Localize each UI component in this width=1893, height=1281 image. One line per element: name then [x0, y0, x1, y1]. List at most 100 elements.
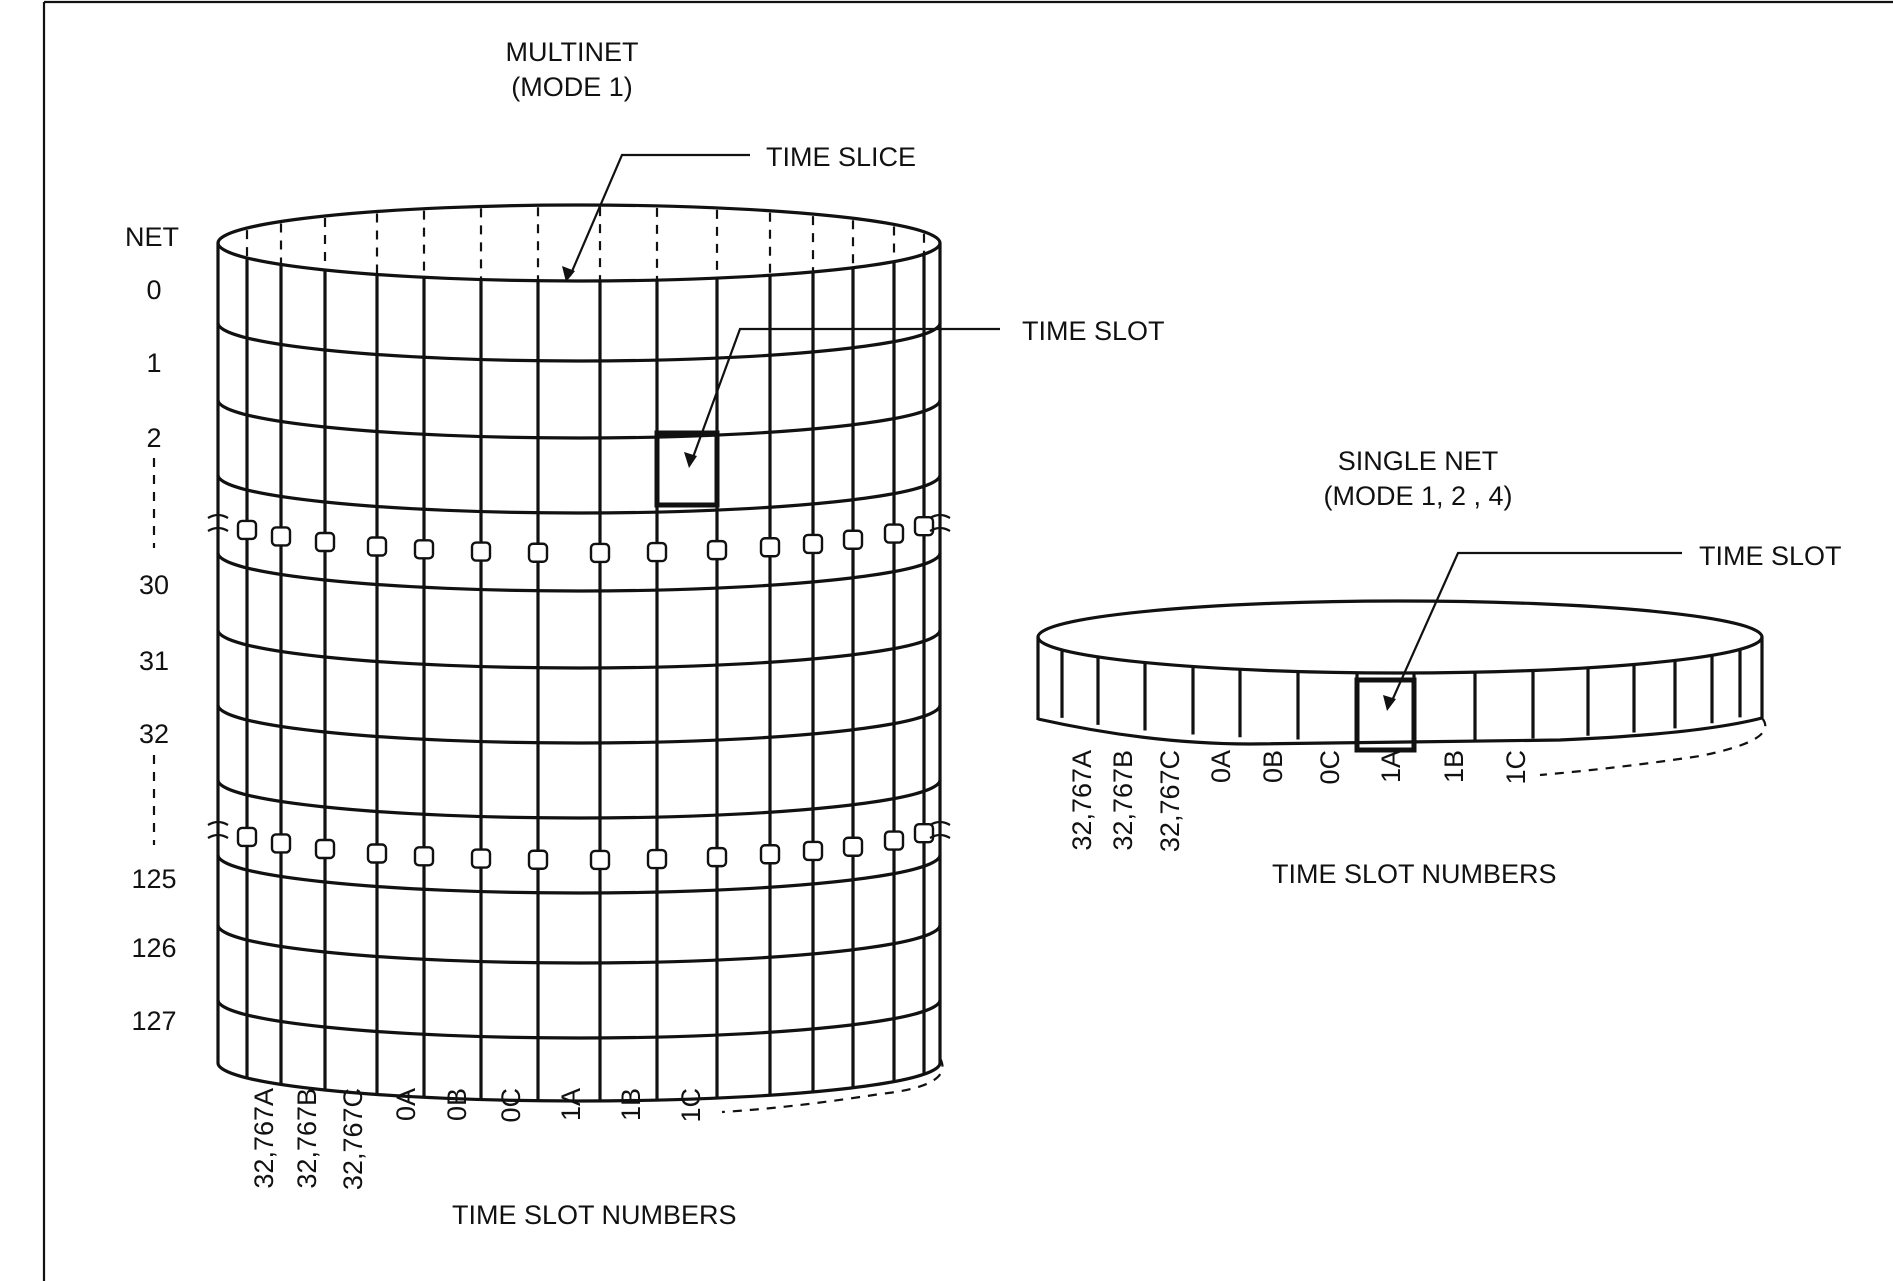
time-slice-arrowhead: [562, 266, 575, 282]
net-header: NET: [125, 222, 179, 252]
single-net-slot-number-labels: 32,767A 32,767B 32,767C 0A 0B 0C 1A 1B 1C: [1067, 750, 1531, 852]
single-net-slot-label-3: 0A: [1206, 750, 1236, 783]
single-net-slot-label-0: 32,767A: [1067, 750, 1097, 851]
net-ring-7: [216, 854, 942, 895]
cylinder-slot-columns: [245, 254, 926, 1101]
time-slice-leader: [568, 153, 750, 277]
net-ring-3: [216, 552, 942, 593]
break-mark-1-6: [527, 849, 549, 870]
break-mark-1-11: [802, 840, 824, 862]
break-mark-1-2: [314, 838, 336, 860]
single-net-axis-label: TIME SLOT NUMBERS: [1272, 859, 1557, 889]
break-mark-0-6: [527, 542, 549, 563]
net-number-31: 31: [139, 646, 169, 676]
net-ring-10: [216, 1062, 942, 1103]
break-mark-0-11: [802, 533, 824, 555]
single-net-slot-label-8: 1C: [1501, 750, 1531, 785]
break-mark-1-10: [759, 844, 781, 865]
break-mark-0-7: [589, 542, 611, 564]
break-mark-0-2: [314, 531, 336, 553]
multinet-cylinder: [207, 203, 951, 1114]
break-mark-1-13: [883, 830, 905, 851]
single-net-slot-label-5: 0C: [1315, 750, 1345, 785]
cylinder-top-ellipse: [216, 203, 942, 283]
single-net-highlighted-time-slot: [1354, 677, 1417, 753]
break-mark-0-1: [270, 526, 292, 547]
multinet-slot-label-6: 1A: [556, 1088, 586, 1121]
side-break-0-0: [207, 513, 229, 532]
cylinder-break-marks: [207, 513, 951, 871]
net-number-127: 127: [131, 1006, 176, 1036]
disc-bottom-dashed-edge: [1539, 717, 1767, 777]
net-number-126: 126: [131, 933, 176, 963]
multinet-slot-label-5: 0C: [496, 1088, 526, 1123]
multinet-time-slot-label: TIME SLOT: [1022, 316, 1165, 346]
multinet-slot-label-3: 0A: [391, 1088, 421, 1121]
single-net-time-slot-leader: [1389, 551, 1682, 704]
cylinder-net-rings: [216, 322, 942, 1103]
net-ring-0: [216, 322, 942, 363]
break-mark-1-9: [706, 846, 728, 868]
net-ring-5: [216, 704, 942, 745]
cylinder-bottom-dashed-edge: [721, 1057, 944, 1114]
break-mark-1-12: [842, 836, 864, 857]
net-ring-2: [216, 474, 942, 515]
multinet-slot-label-4: 0B: [442, 1088, 472, 1121]
multinet-highlighted-time-slot: [654, 430, 720, 508]
single-net-slot-label-1: 32,767B: [1108, 750, 1138, 851]
cylinder-top-dashed-lines: [245, 207, 926, 281]
single-net-disc: [1036, 599, 1767, 777]
break-mark-0-9: [706, 539, 728, 561]
single-net-slot-label-6: 1A: [1376, 750, 1406, 783]
break-mark-0-5: [470, 541, 492, 562]
single-net-time-slot-arrowhead: [1383, 695, 1396, 711]
single-net-slot-label-7: 1B: [1439, 750, 1469, 783]
break-mark-0-10: [759, 537, 781, 558]
net-number-2: 2: [146, 423, 161, 453]
break-mark-0-4: [413, 539, 435, 560]
multinet-mode: (MODE 1): [511, 72, 633, 102]
break-mark-0-0: [236, 519, 258, 541]
side-break-1-0: [207, 820, 229, 839]
net-number-30: 30: [139, 570, 169, 600]
multinet-time-slot-leader: [690, 327, 1000, 461]
net-number-32: 32: [139, 719, 169, 749]
break-mark-0-3: [366, 536, 388, 557]
net-number-0: 0: [146, 275, 161, 305]
net-number-labels: 0 1 2 30 31 32 125 126 127: [131, 275, 176, 1036]
multinet-title: MULTINET: [506, 37, 639, 67]
net-ring-9: [216, 999, 942, 1040]
break-mark-0-8: [646, 541, 668, 563]
break-mark-0-14: [913, 515, 935, 537]
break-mark-1-3: [366, 843, 388, 864]
break-mark-0-13: [883, 523, 905, 544]
side-break-0-1: [929, 513, 951, 532]
break-mark-1-8: [646, 848, 668, 870]
multinet-slot-label-2: 32,767C: [338, 1088, 368, 1190]
single-net-mode: (MODE 1, 2 , 4): [1323, 481, 1512, 511]
break-mark-1-0: [236, 826, 258, 848]
break-mark-1-4: [413, 846, 435, 867]
multinet-slot-label-1: 32,767B: [292, 1088, 322, 1189]
time-slice-label: TIME SLICE: [766, 142, 916, 172]
break-mark-0-12: [842, 529, 864, 550]
net-number-1: 1: [146, 348, 161, 378]
break-mark-1-14: [913, 822, 935, 844]
multinet-slot-label-8: 1C: [676, 1088, 706, 1123]
multinet-slot-label-0: 32,767A: [249, 1088, 279, 1189]
side-break-1-1: [929, 820, 951, 839]
multinet-axis-label: TIME SLOT NUMBERS: [452, 1200, 737, 1230]
single-net-time-slot-label: TIME SLOT: [1699, 541, 1842, 571]
break-mark-1-7: [589, 849, 611, 871]
net-ring-4: [216, 629, 942, 670]
multinet-slot-label-7: 1B: [616, 1088, 646, 1121]
net-number-125: 125: [131, 864, 176, 894]
single-net-title: SINGLE NET: [1338, 446, 1499, 476]
break-mark-1-5: [470, 848, 492, 869]
multinet-slot-number-labels: 32,767A 32,767B 32,767C 0A 0B 0C 1A 1B 1C: [249, 1088, 706, 1190]
disc-bottom-edge: [1037, 716, 1763, 746]
single-net-slot-label-4: 0B: [1258, 750, 1288, 783]
single-net-slot-label-2: 32,767C: [1155, 750, 1185, 852]
break-mark-1-1: [270, 833, 292, 854]
